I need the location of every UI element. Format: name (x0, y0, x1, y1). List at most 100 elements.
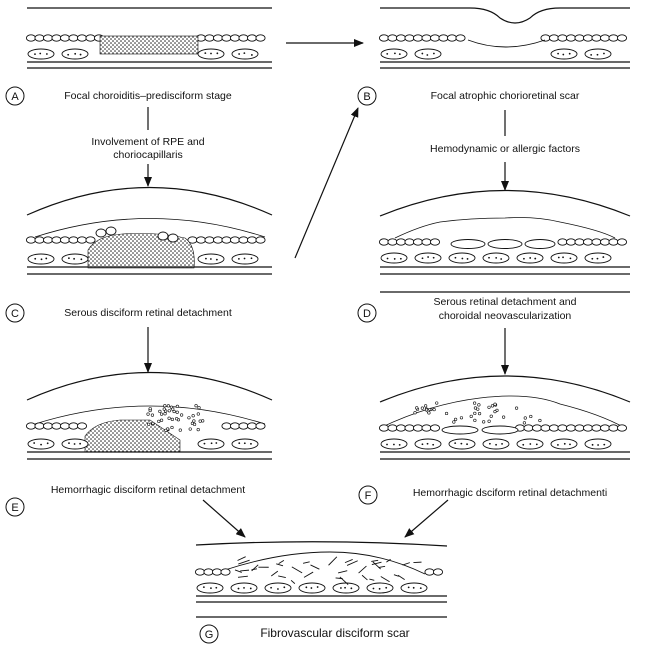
blood-cell (477, 412, 482, 416)
blood-dot (210, 442, 213, 445)
rpe-cell (395, 34, 407, 42)
rpe-cell (387, 34, 398, 42)
rpe-cell (42, 236, 54, 244)
blood-dot (563, 442, 566, 445)
fibrous-strand (278, 559, 285, 565)
choroid-vessel (196, 582, 224, 594)
blood-dot (421, 257, 424, 260)
blood-dot (202, 586, 205, 589)
rpe-cell (591, 424, 602, 432)
blood-dot (529, 443, 532, 445)
choroid-vessel (27, 48, 55, 60)
blood-dot (40, 443, 42, 446)
rpe-cell (25, 236, 37, 244)
blood-dot (432, 256, 435, 259)
fibrous-strand (344, 559, 353, 564)
blood-dot (535, 443, 538, 446)
blood-dot (386, 257, 389, 260)
blood-cell (489, 414, 493, 418)
blood-dot (249, 587, 252, 590)
blood-cell (523, 416, 527, 420)
fibrous-strand (251, 564, 259, 572)
panel-d-neovessels (450, 239, 556, 249)
choroid-vessel (332, 582, 360, 594)
blood-dot (34, 257, 37, 260)
fibrous-strand (290, 579, 296, 584)
blood-cell (175, 417, 179, 421)
rpe-cell (412, 34, 424, 42)
rpe-cell (557, 34, 568, 42)
blood-cell (163, 412, 167, 416)
blood-cell (473, 411, 477, 415)
panel-g-caption: Fibrovascular disciform scar (260, 626, 409, 640)
blood-cell-cluster (146, 404, 205, 433)
rpe-cell (608, 238, 619, 246)
rpe-cell (68, 422, 79, 430)
transition-a-c-line1: Involvement of RPE and (91, 136, 204, 148)
rpe-cell (574, 424, 585, 432)
panel-c-illustration (25, 186, 273, 275)
blood-dot (461, 257, 464, 260)
blood-dot (386, 443, 388, 446)
blood-dot (68, 442, 70, 445)
blood-cell (435, 401, 439, 405)
choroid-vessel-layer (380, 252, 612, 264)
panel-d-caption-line1: Serous retinal detachment and (433, 296, 576, 308)
blood-cell (170, 425, 174, 430)
fibrous-strand (338, 570, 348, 574)
blood-cell (166, 404, 171, 408)
panel-d-letter: D (363, 308, 371, 320)
rpe-cell (34, 236, 45, 244)
blood-dot (67, 53, 70, 56)
blood-cell (188, 427, 192, 431)
fibrous-strand (335, 577, 343, 580)
blood-dot (344, 586, 346, 589)
panel-g-illustration (194, 541, 448, 618)
rpe-cell (599, 424, 611, 432)
rpe-cell (378, 34, 390, 42)
blood-cell (197, 406, 201, 410)
blood-cell (147, 422, 151, 426)
blood-dot (412, 586, 415, 589)
panel-b-illustration (378, 7, 630, 69)
choroid-vessel (584, 48, 612, 60)
blood-cell (162, 407, 166, 411)
blood-cell (175, 410, 179, 414)
choroid-vessel (61, 253, 89, 265)
choroid-vessel-layer (380, 48, 612, 60)
blood-dot (74, 52, 77, 55)
blood-dot (523, 257, 525, 260)
rpe-cell (446, 34, 458, 42)
rpe-cell (76, 236, 88, 244)
rpe-cell (246, 236, 258, 244)
rpe-cell (387, 424, 398, 432)
rpe-cell (51, 236, 62, 244)
panel-a-illustration (25, 7, 272, 69)
blood-dot (432, 52, 435, 55)
rpe-cell (59, 34, 71, 42)
blood-cell (167, 409, 171, 413)
blood-cell (175, 404, 180, 408)
blood-cell (201, 419, 205, 423)
blood-dot (46, 442, 49, 445)
blood-dot (529, 257, 532, 259)
blood-dot (500, 258, 503, 260)
blood-dot (45, 53, 48, 55)
rpe-cell (412, 238, 424, 246)
fibrous-strand (380, 576, 390, 583)
fibrous-strand (278, 575, 286, 578)
blood-dot (603, 52, 605, 55)
rpe-cell (221, 236, 232, 244)
blood-dot (495, 443, 497, 446)
rpe-cell (42, 34, 54, 42)
rpe-cell (85, 236, 96, 244)
blood-dot (557, 256, 560, 259)
rpe-cell (523, 424, 534, 432)
fibrous-strand (328, 556, 338, 566)
fibrous-strand (291, 566, 303, 574)
blood-dot (204, 52, 207, 55)
fibrous-strand (270, 570, 279, 577)
blood-dot (557, 444, 559, 446)
blood-cell (194, 404, 198, 408)
